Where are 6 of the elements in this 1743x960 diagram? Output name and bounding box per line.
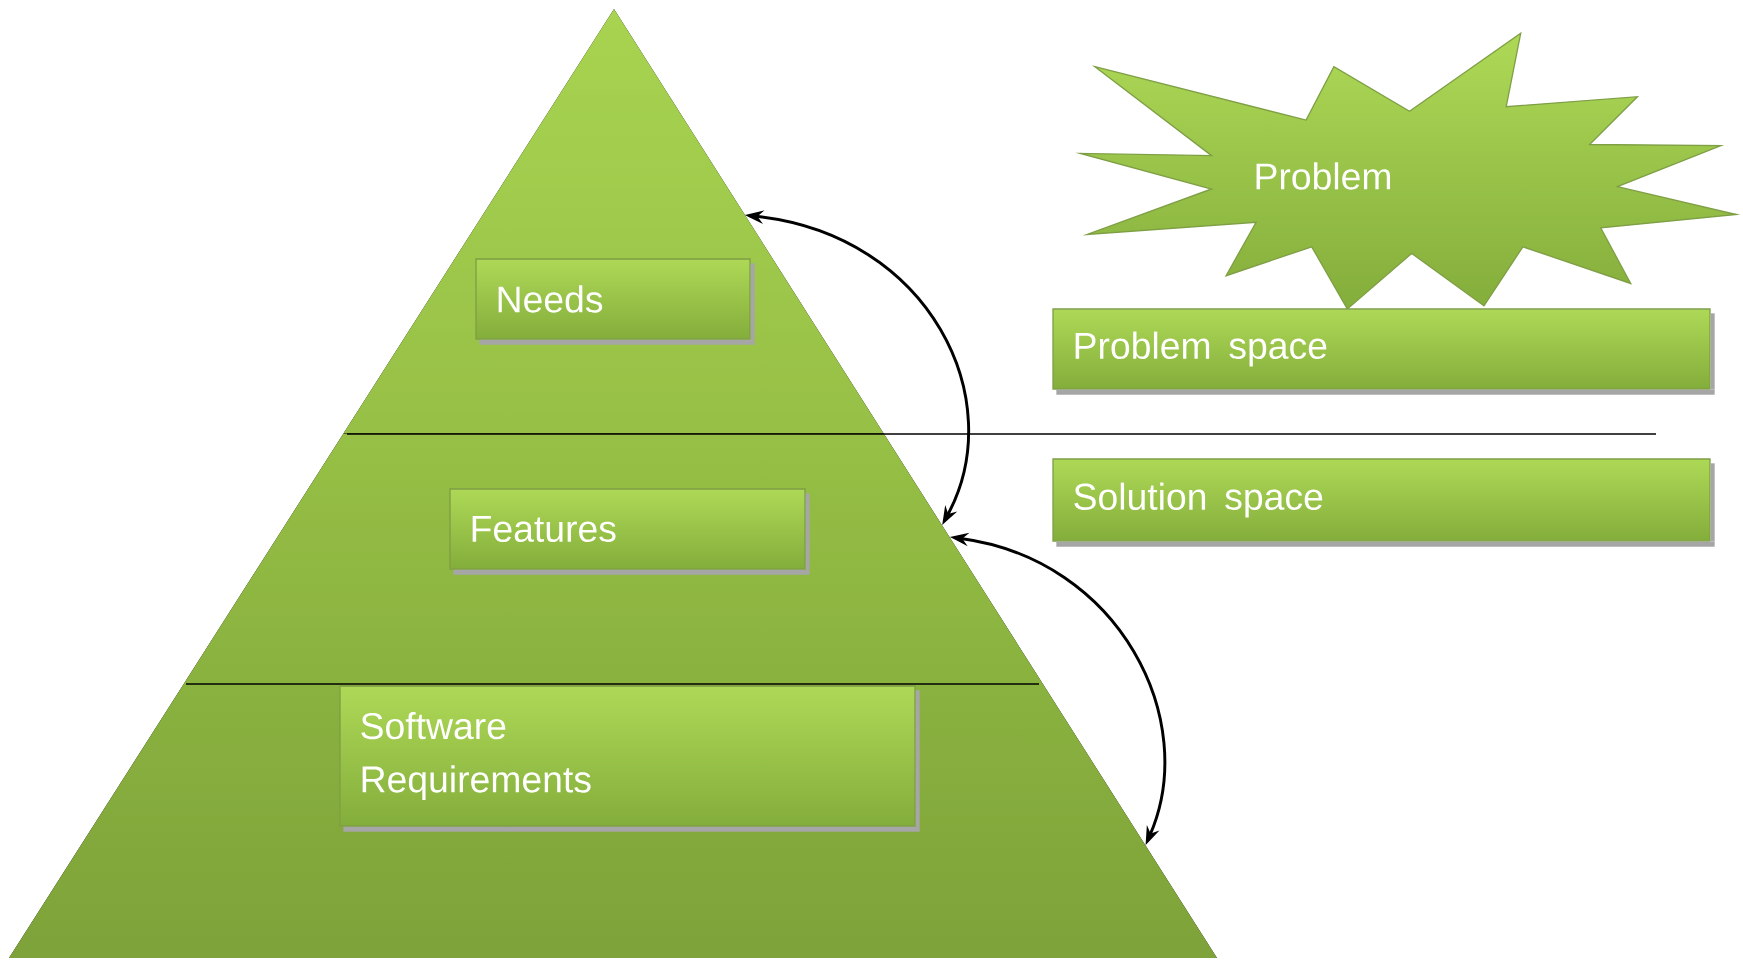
label-box: Needs xyxy=(475,258,755,345)
label-box: Software Requirements xyxy=(339,685,920,832)
pyramid-top xyxy=(343,9,884,434)
label-box: Problem space xyxy=(1052,308,1715,395)
label-box: Solution space xyxy=(1052,458,1715,547)
label-box: Features xyxy=(449,488,810,575)
